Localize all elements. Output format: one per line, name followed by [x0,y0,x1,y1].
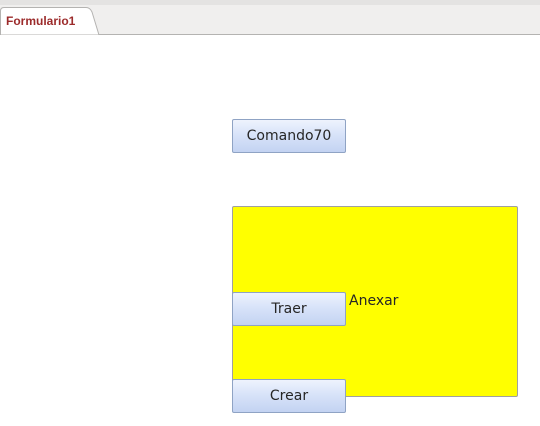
attach-label: Anexar [349,293,399,309]
tab-label: Formulario1 [6,14,76,28]
traer-button[interactable]: Traer [232,292,346,326]
tab-formulario1[interactable]: Formulario1 [0,7,100,35]
document-tab-strip: Formulario1 [0,0,540,35]
tab-shape [0,7,100,35]
crear-button[interactable]: Crear [232,379,346,413]
comando70-button[interactable]: Comando70 [232,119,346,153]
